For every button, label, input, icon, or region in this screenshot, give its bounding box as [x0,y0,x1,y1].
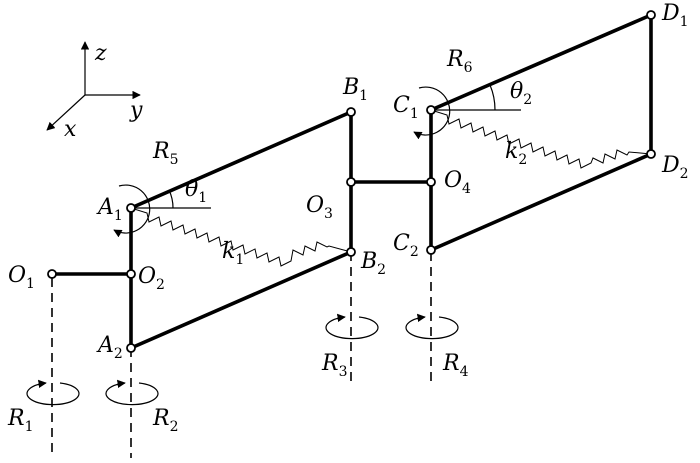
R2-rotation-arrow [105,379,159,406]
label-theta2: θ2 [510,79,532,108]
R1-rotation-arrow [26,379,80,406]
joint-A2 [126,343,136,353]
label-B2: B2 [360,249,386,278]
spring-k2 [430,109,652,169]
springs [130,109,652,267]
joint-D2 [646,149,656,159]
label-C2: C2 [393,231,419,260]
R3-rotation-arrow [325,313,379,340]
label-O3: O3 [306,193,333,222]
R5-rotation-arrow [113,184,151,238]
theta2-arc [489,84,496,111]
link-A1-B1 [129,110,353,210]
label-k1: k1 [222,239,244,268]
y-axis-label: y [129,98,143,123]
label-O2: O2 [138,264,165,293]
label-C1: C1 [393,93,419,122]
label-O1: O1 [8,263,35,292]
link-C2-D2 [429,152,653,252]
joint-B1 [346,107,356,117]
label-R4: R4 [442,351,469,380]
angle-references [131,84,521,209]
spring-k1 [130,207,352,267]
x-axis-line [46,94,86,131]
label-R3: R3 [321,351,348,380]
joint-C1 [426,105,436,115]
rotation-axes [51,252,432,458]
label-O4: O4 [444,168,471,197]
R6-rotation-arrow [413,86,451,140]
theta1-arc [168,189,174,209]
label-D2: D2 [661,153,689,182]
label-k2: k2 [505,139,527,168]
joint-O1 [47,269,57,279]
joint-A1 [126,203,136,213]
label-B1: B1 [342,75,368,104]
z-axis-label: z [94,41,107,66]
label-theta1: θ1 [185,177,207,206]
label-R1: R1 [7,406,34,435]
link-C1-D1 [429,13,653,112]
R4-rotation-arrow [405,313,459,340]
label-R2: R2 [152,406,179,435]
joints [47,10,656,353]
joint-O4 [426,177,436,187]
coordinate-frame: z y x [46,41,143,142]
joint-C2 [426,245,436,255]
label-A2: A2 [96,333,123,362]
label-R6: R6 [446,47,473,76]
joint-B2 [346,247,356,257]
joint-O2 [126,269,136,279]
label-A1: A1 [96,195,123,224]
joint-O3 [346,177,356,187]
joint-D1 [646,10,656,20]
labels: O1 O2 O3 O4 A1 A2 B1 B2 C1 C2 D1 D2 R1 R… [7,1,689,435]
rotation-arrows-bottom [26,313,459,406]
label-D1: D1 [661,1,689,30]
x-axis-label: x [64,117,77,142]
link-A2-B2 [129,250,353,350]
rotation-arrows-top [113,86,451,238]
label-R5: R5 [152,139,179,168]
